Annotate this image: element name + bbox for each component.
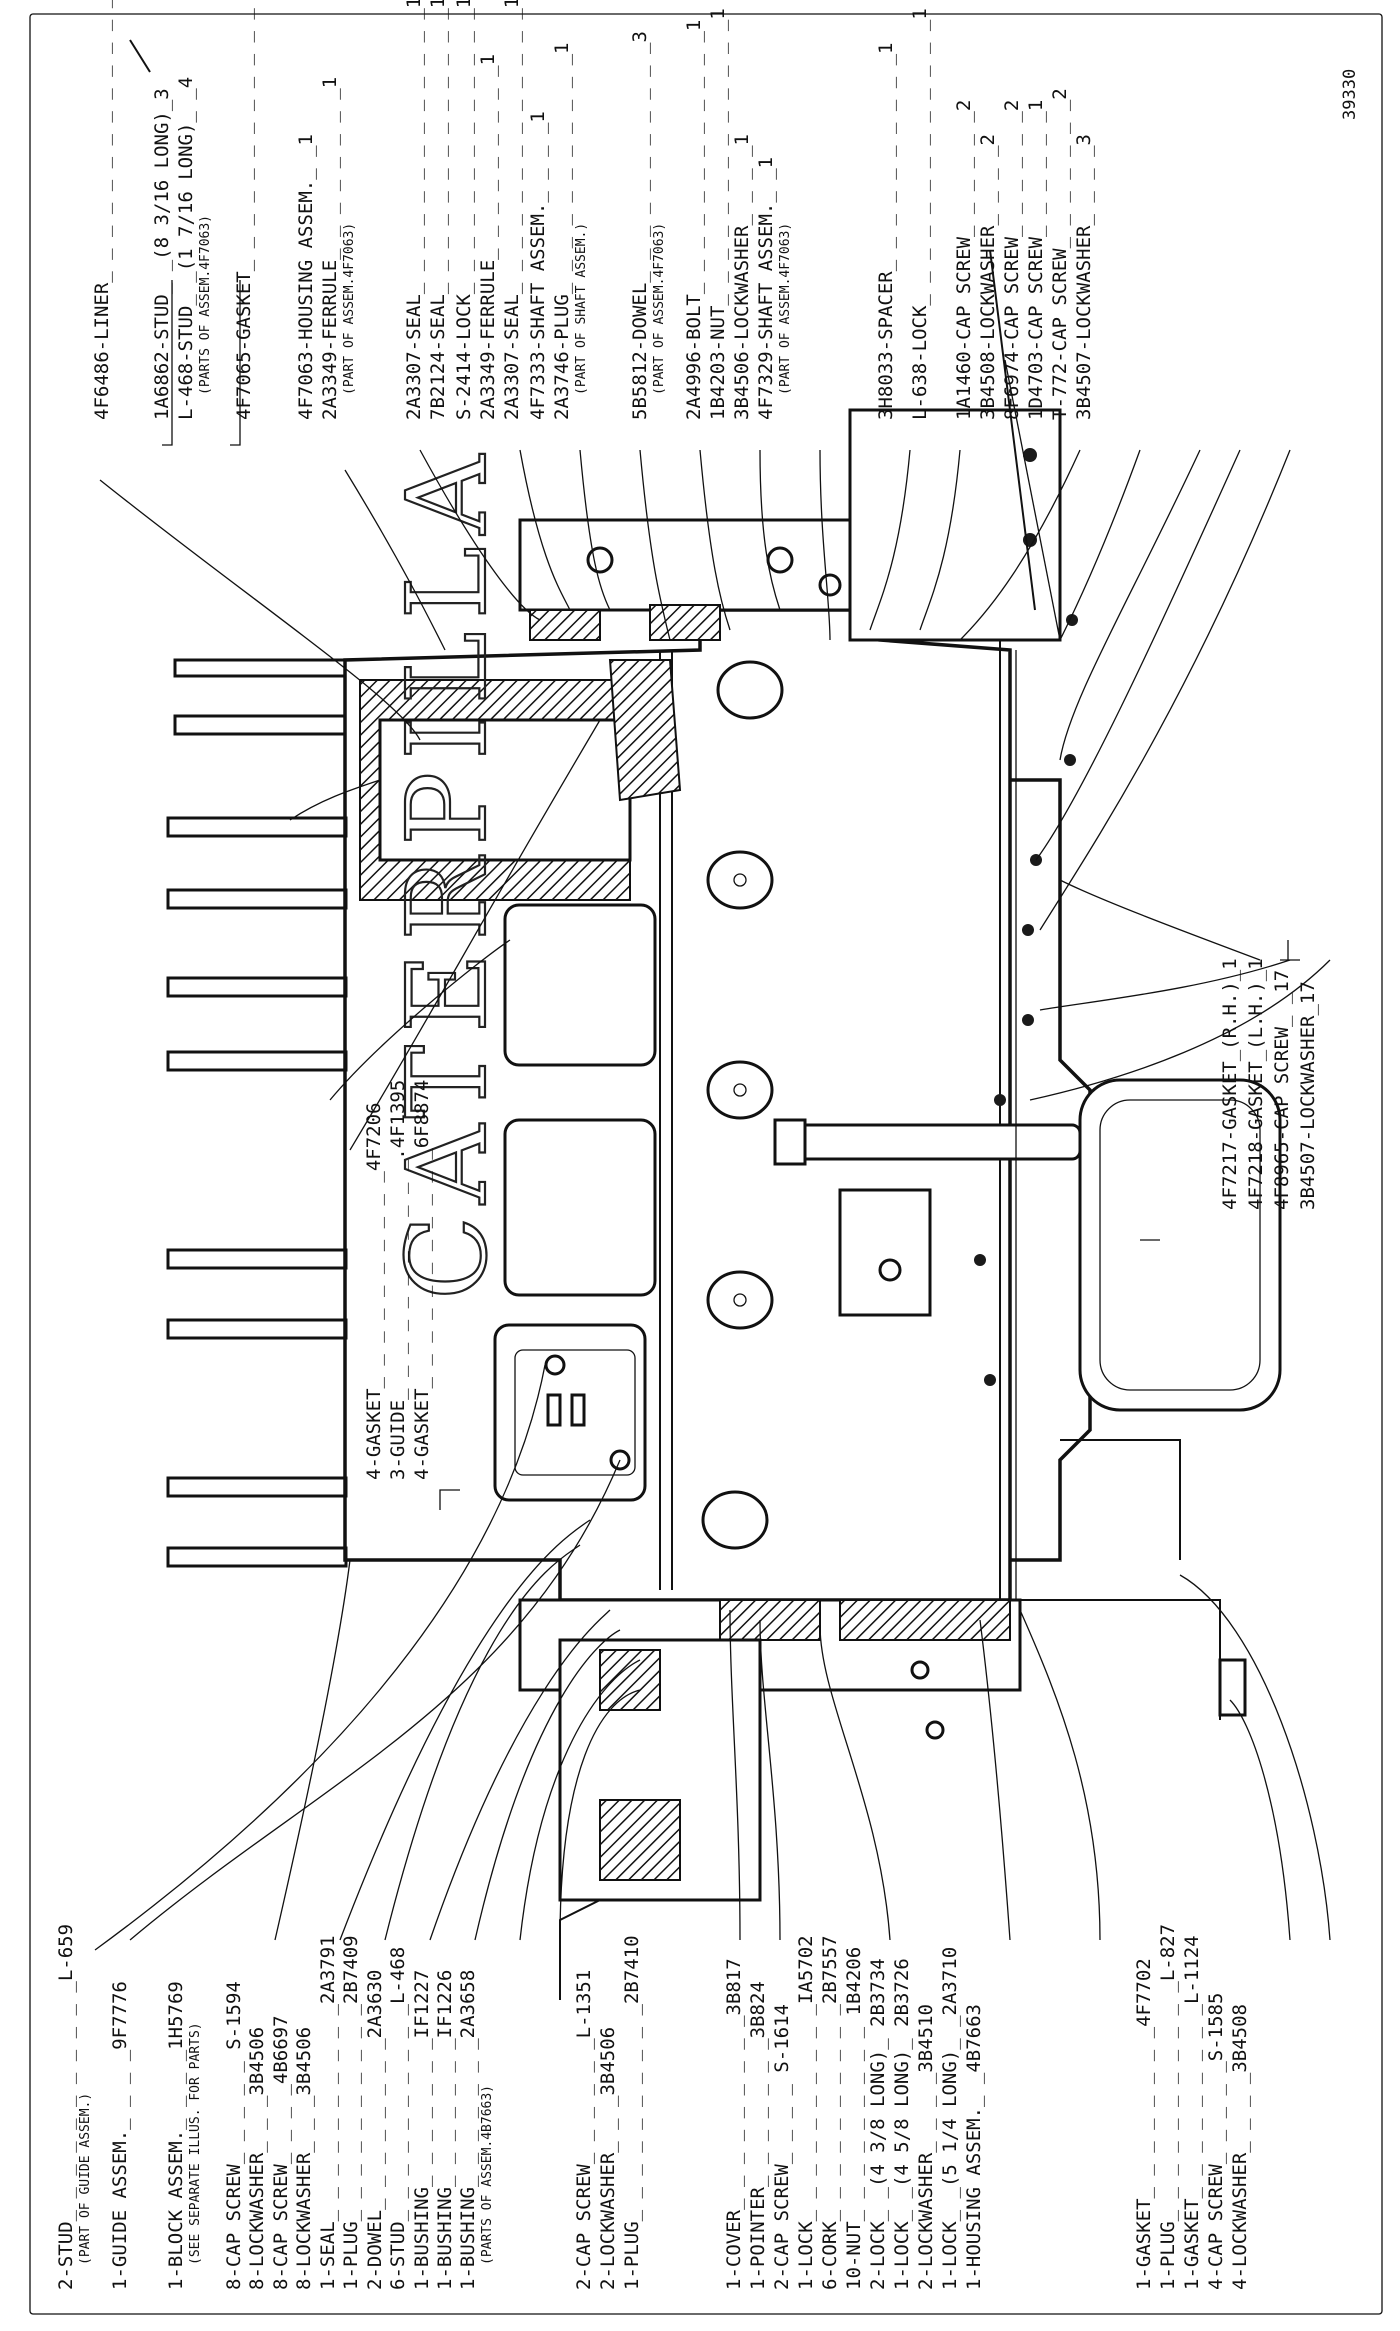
front-housing [848, 408, 1062, 642]
top-parts-list: 4F6486-LINER_ _ _ _ _ _ _ _ _ _ _ _ _ _ … [91, 0, 1095, 420]
head-studs [166, 658, 348, 1568]
mid-part-label: 3-GUIDE_ _ _ _ _ _ _ _ _ _ _.4F1395 [387, 1080, 409, 1480]
left-part-label: 2-LOCK_ _(4 3/8 LONG)_ 2B3734 [867, 1958, 889, 2290]
top-part-label: L-638-LOCK_ _ _ _ _ _ _ _ _ _ _ _ _1 [909, 8, 931, 420]
oil-pan [1010, 778, 1092, 1562]
top-part-label: 3B4506-LOCKWASHER_ _ _ _1 [731, 134, 753, 420]
right-part-label: 3B4507-LOCKWASHER_17 [1297, 981, 1319, 1210]
left-part-label: 6-STUD_ _ _ _ _ _ _ _ _ _L-468 [387, 1947, 409, 2290]
left-part-label: 1-LOCK_ _ _ _ _ _ _ _ _ _IA5702 [795, 1935, 817, 2290]
block-ports [701, 660, 784, 1550]
right-part-label: 4F8965-CAP SCREW_ _17 [1271, 970, 1293, 1210]
top-part-label: 4F7063-HOUSING ASSEM._ _1 [295, 134, 317, 420]
left-part-label: 1-COVER_ _ _ _ _ _ _ _ _3B817 [723, 1958, 745, 2290]
top-part-note: (PART OF ASSEM.4F7063) [342, 223, 357, 395]
top-part-note: (PARTS OF ASSEM.4F7063) [198, 215, 213, 395]
top-part-label: 1B4203-NUT_ _ _ _ _ _ _ _ _ _ _ _ _1 [707, 8, 729, 420]
left-part-label: 1-BLOCK ASSEM._ _ _ _1H5769 [165, 1981, 187, 2290]
top-part-label: 2A4996-BOLT_ _ _ _ _ _ _ _ _ _ _ _1 [683, 20, 705, 420]
left-part-label: 1-PLUG_ _ _ _ _ _ _ _ _ _2B7410 [621, 1935, 643, 2290]
top-part-label: 8F6974-CAP SCREW_ _ _ _ _ _2 [1001, 100, 1023, 420]
top-part-label: 2A3349-FERRULE_ _ _ _ _ _ _ _ _1 [477, 54, 499, 420]
left-part-label: 2-CAP SCREW_ _ _ _ S-1614 [771, 2004, 793, 2290]
left-part-label: 1-GASKET_ _ _ _ _ _ _ _ _L-1124 [1181, 1935, 1203, 2290]
label-brackets [162, 280, 1300, 1510]
pan-bolts [974, 614, 1078, 1386]
page-border [29, 13, 1383, 2315]
top-part-label: 1A6862-STUD_ _(8 3/16 LONG)_3 [151, 88, 173, 420]
left-part-label: 2-LOCKWASHER_ _ _3B4506 [597, 2027, 619, 2290]
left-part-label: 8-CAP SCREW_ _ _ _4B6697 [270, 2015, 292, 2290]
left-part-note: (PART OF GUIDE ASSEM.) [78, 2093, 93, 2265]
guide-cover-1 [503, 903, 657, 1067]
guide-cover-2 [503, 1118, 657, 1297]
left-part-label: 1-LOCK_ _(5 1/4 LONG)_ _2A3710 [939, 1947, 961, 2290]
top-part-label: 1D4703-CAP SCREW_ _ _ _ _ _1 [1025, 100, 1047, 420]
leader-lines [94, 449, 1331, 1951]
top-part-label: 2A3307-SEAL_ _ _ _ _ _ _ _ _ _ _ _ _1 [403, 0, 425, 420]
left-part-label: 1-PLUG_ _ _ _ _ _ _ _ _ _2B7409 [340, 1935, 362, 2290]
top-part-label: 4F7333-SHAFT ASSEM._ _ _ _1 [527, 111, 549, 420]
left-part-label: 8-LOCKWASHER_ _ _3B4506 [246, 2027, 268, 2290]
corner-mark [129, 39, 151, 73]
left-part-label: 1-POINTER_ _ _ _ _ _ _3B824 [747, 1981, 769, 2290]
left-part-label: 1-BUSHING_ _ _ _ _ _ _IF1227 [411, 1970, 433, 2290]
left-part-label: 1-HOUSING ASSEM._ _4B7663 [963, 2004, 985, 2290]
top-part-label: 5B5812-DOWEL_ _ _ _ _ _ _ _ _ _ _3 [629, 31, 651, 420]
top-part-label: 3H8033-SPACER_ _ _ _ _ _ _ _ _ _1 [875, 43, 897, 421]
left-part-label: 2-LOCKWASHER_ _ _ _3B4510 [915, 2004, 937, 2290]
top-part-label: S-2414-LOCK_ _ _ _ _ _ _ _ _ _ _ _ _1 [453, 0, 475, 420]
left-part-label: 1-PLUG_ _ _ _ _ _ _ _ _ _ _L-827 [1157, 1924, 1179, 2290]
left-part-label: 1-GUIDE ASSEM._ _ _ _9F7776 [109, 1981, 131, 2290]
left-part-label: 8-LOCKWASHER_ _ _3B4506 [293, 2027, 315, 2290]
left-part-label: 10-NUT_ _ _ _ _ _ _ _ _ 1B4206 [843, 1947, 865, 2290]
top-part-note: (PART OF ASSEM.4F7063) [778, 223, 793, 395]
mid-part-label: 4-GASKET_ _ _ _ _ _ _ _ _ _ _6F8874 [411, 1080, 433, 1480]
engine-drawing: CATERPILLA [166, 249, 1282, 2000]
top-part-label: 4F6486-LINER_ _ _ _ _ _ _ _ _ _ _ _ _ _ … [91, 0, 113, 420]
top-part-label: 3B4507-LOCKWASHER_ _ _ _3 [1073, 134, 1095, 420]
top-part-label: L-468-STUD_ _(1 7/16 LONG)_ _4 [175, 77, 197, 420]
mid-part-label: 4-GASKET_ _ _ _ _ _ _ _ _ _4F7206 [363, 1103, 385, 1481]
left-part-label: 2-DOWEL_ _ _ _ _ _ _ _2A3630 [364, 1970, 386, 2290]
top-part-label: 2A3746-PLUG_ _ _ _ _ _ _ _ _ _ _1 [551, 43, 573, 421]
top-part-label: T-772-CAP SCREW_ _ _ _ _ _ _2 [1049, 88, 1071, 420]
left-part-note: (SEE SEPARATE ILLUS. FOR PARTS) [188, 2022, 203, 2265]
top-part-label: 2A3349-FERRULE_ _ _ _ _ _ _ _1 [319, 77, 341, 420]
left-part-label: 1-BUSHING_ _ _ _ _ _ _2A3658 [457, 1970, 479, 2290]
top-part-label: 4F7065-GASKET_ _ _ _ _ _ _ _ _ _ _ _ _ _… [233, 0, 255, 420]
left-part-label: 2-STUD_ _ _ _ _ _ _ _ _ _ _L-659 [55, 1924, 77, 2290]
left-parts-list: 2-STUD_ _ _ _ _ _ _ _ _ _ _L-659(PART OF… [55, 1924, 1251, 2290]
top-part-label: 4F7329-SHAFT ASSEM._ _1 [755, 157, 777, 420]
left-part-label: 1-GASKET_ _ _ _ _ _ _ _4F7702 [1133, 1958, 1155, 2290]
left-part-label: 1-SEAL_ _ _ _ _ _ _ _ _ _2A3791 [317, 1935, 339, 2290]
top-part-label: 3B4508-LOCKWASHER_ _ _ _2 [977, 134, 999, 420]
left-part-label: 6-CORK_ _ _ _ _ _ _ _ _ _2B7557 [819, 1935, 841, 2290]
left-part-label: 2-CAP SCREW_ _ _ _ _ _L-1351 [573, 1970, 595, 2290]
left-part-label: 1-LOCK_ _(4 5/8 LONG)_ 2B3726 [891, 1958, 913, 2290]
brand-text: CATERPILLA [383, 443, 511, 1300]
right-part-label: 4F7217-GASKET_(R.H.)_1 [1219, 958, 1241, 1210]
left-part-label: 4-LOCKWASHER_ _ _ _3B4508 [1229, 2004, 1251, 2290]
top-part-label: 7B2124-SEAL_ _ _ _ _ _ _ _ _ _ _ _ _12 [427, 0, 449, 420]
left-part-note: (PARTS OF ASSEM.4B7663) [480, 2085, 495, 2265]
top-part-label: 2A3307-SEAL_ _ _ _ _ _ _ _ _ _ _ _ _1 [501, 0, 523, 420]
inspection-cover [838, 1188, 932, 1317]
left-part-label: 4-CAP SCREW_ _ _ _ _S-1585 [1205, 1993, 1227, 2290]
guide-cover-3 [493, 1323, 647, 1502]
dipstick [778, 1123, 1082, 1161]
left-part-label: 1-BUSHING_ _ _ _ _ _ _IF1226 [434, 1970, 456, 2290]
drawing-number: 39330 [1340, 69, 1360, 120]
left-part-label: 8-CAP SCREW_ _ _ _ _ S-1594 [223, 1981, 245, 2290]
housing-assembly [518, 518, 862, 612]
top-part-note: (PART OF ASSEM.4F7063) [652, 223, 667, 395]
right-part-label: 4F7218-GASKET_(L.H.)_1 [1245, 958, 1267, 1210]
top-part-note: (PART OF SHAFT ASSEM.) [574, 223, 589, 395]
top-part-label: 1A1460-CAP SCREW_ _ _ _ _ _2 [953, 100, 975, 420]
